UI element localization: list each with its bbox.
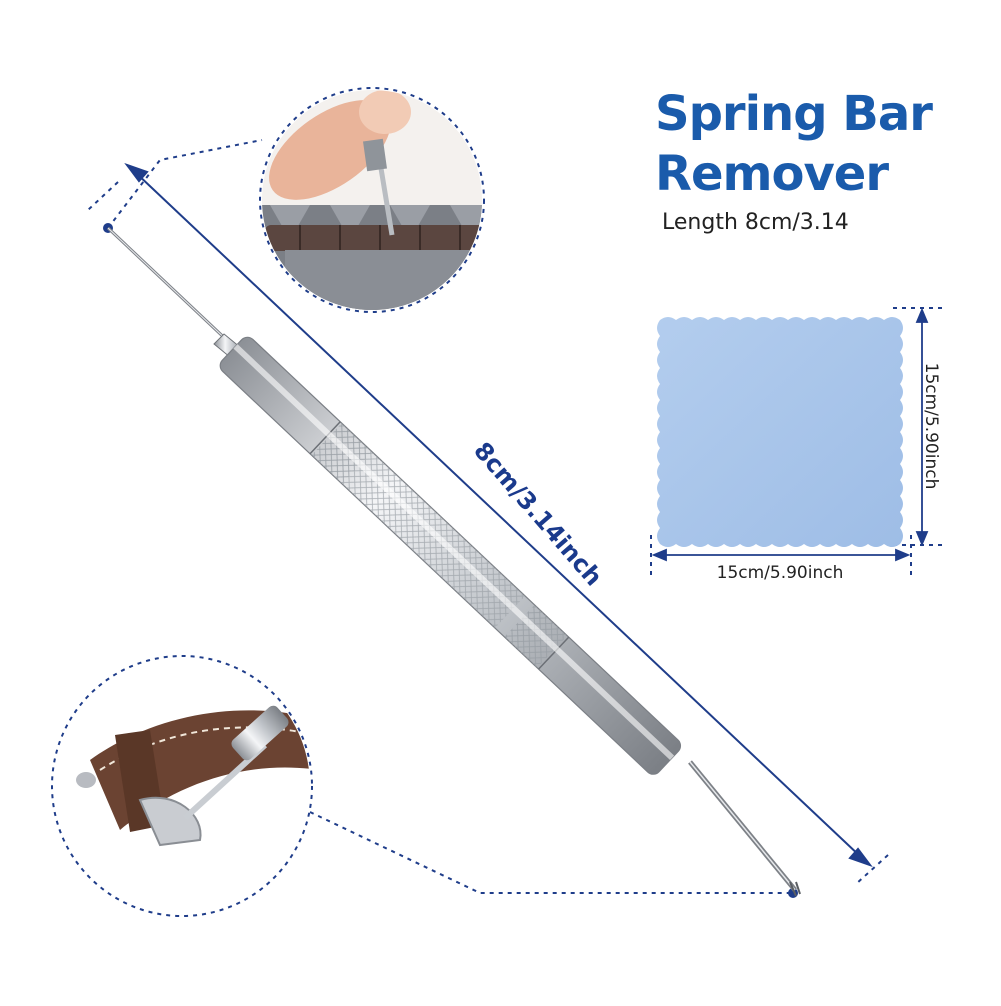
cleaning-cloth-icon	[657, 317, 903, 547]
leather-strap-inset-icon	[54, 658, 310, 914]
title-line-1: Spring Bar	[655, 86, 933, 142]
length-dimension-arrow	[124, 162, 873, 868]
cloth-height-arrow	[915, 307, 929, 547]
spring-bar-tool-icon	[106, 226, 801, 897]
cloth-height-label: 15cm/5.90inch	[921, 362, 941, 490]
title-line-2: Remover	[655, 146, 889, 202]
leader-lines	[51, 87, 945, 917]
cloth-width-arrow	[651, 548, 911, 562]
watch-band-inset-icon	[262, 90, 482, 310]
cloth-width-label: 15cm/5.90inch	[716, 563, 844, 583]
product-length-subtitle: Length 8cm/3.14	[662, 210, 849, 235]
